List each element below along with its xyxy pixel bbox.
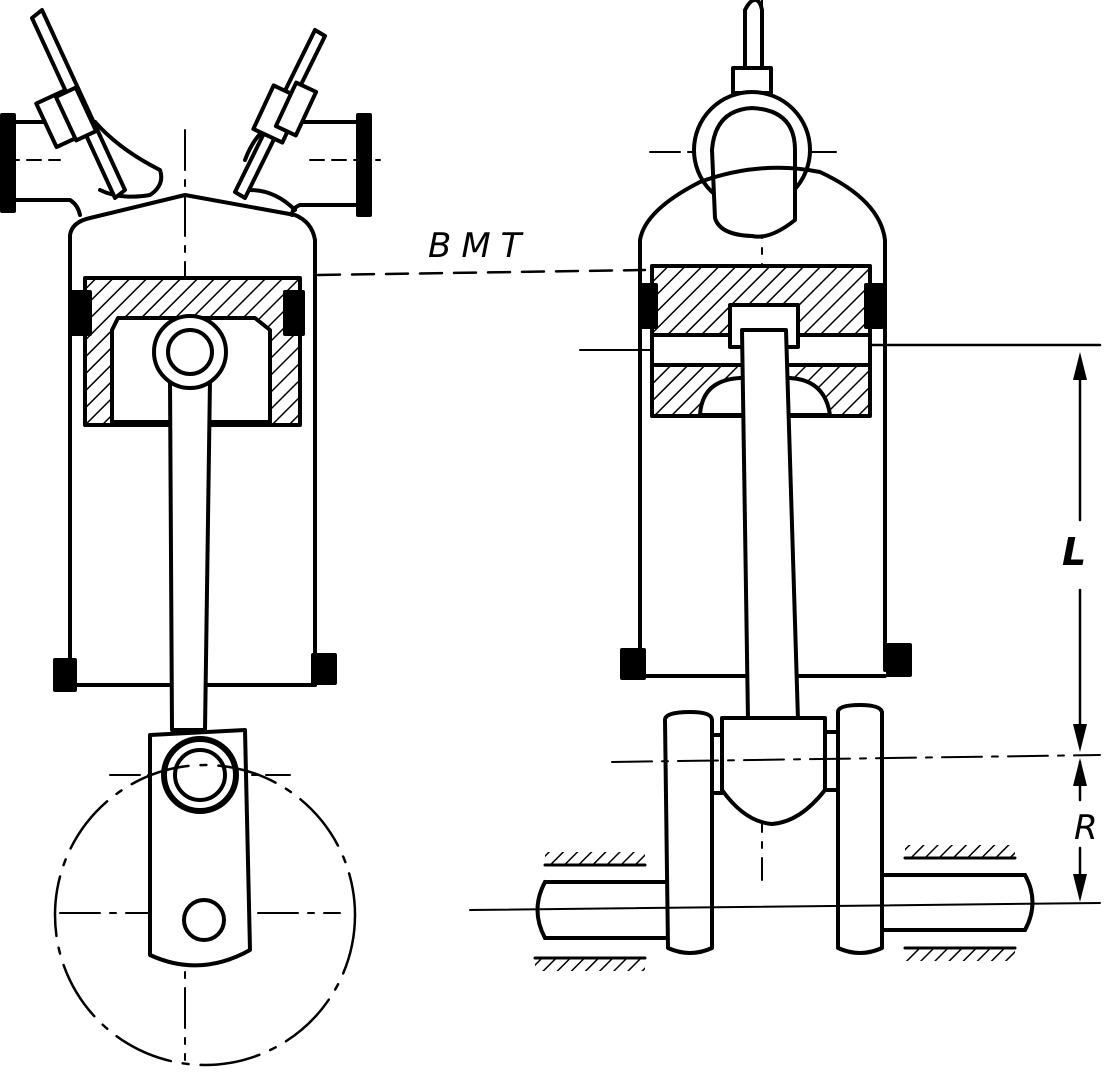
exhaust-valve: [233, 28, 327, 200]
bearings: [533, 845, 1017, 971]
left-view: [0, 8, 381, 1067]
connecting-rod-right: [720, 328, 827, 826]
right-view: [469, 0, 1101, 971]
connecting-rod-left: [148, 314, 252, 968]
crankshaft: [535, 873, 1035, 940]
piston-right: [579, 264, 884, 418]
cylinder-left: [53, 193, 337, 692]
crank-radius-label: R: [1074, 808, 1098, 848]
dimension-lines: [316, 268, 1102, 902]
intake-valve: [30, 8, 127, 200]
stroke-length-label: L: [1062, 530, 1087, 574]
exhaust-port: [288, 113, 381, 217]
tdc-label: BMT: [428, 226, 532, 266]
crank-circle: [53, 763, 357, 1067]
crank-webs: [663, 703, 884, 955]
valve-top: [692, 0, 812, 239]
